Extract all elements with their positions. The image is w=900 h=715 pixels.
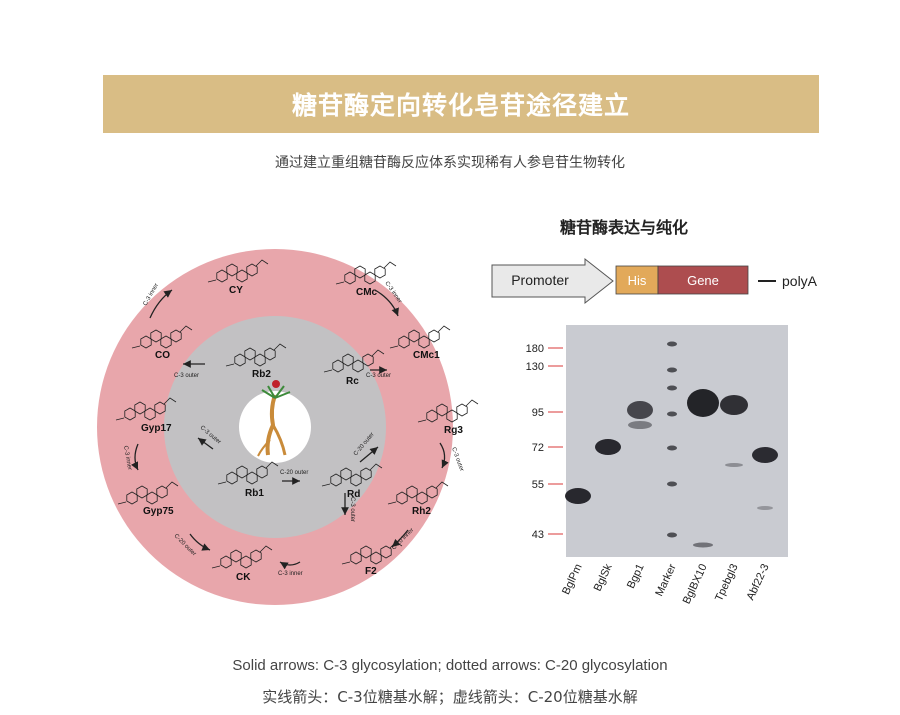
arrow-co-cy	[149, 289, 173, 319]
band-marker	[667, 411, 677, 417]
lane-label: BglPm	[560, 562, 585, 596]
band-marker	[667, 532, 677, 538]
his-tag-block	[615, 265, 659, 295]
marker-label: 72	[532, 442, 544, 454]
band-marker	[667, 445, 677, 451]
compound-label-rg3: Rg3	[444, 425, 463, 436]
arrow-gyp17-gyp75	[131, 443, 139, 471]
compound-label-rc: Rc	[346, 376, 359, 387]
band-lane-7	[752, 447, 778, 463]
gel-bands	[565, 341, 778, 548]
compound-labels: Rb2 Rc Rb1 Rd CY CMc CO CMc1 Rg3 Gyp17 G…	[141, 285, 463, 583]
band-lane-6	[720, 395, 748, 415]
compound-label-gyp17: Gyp17	[141, 423, 172, 434]
lane-label: BglSk	[592, 562, 615, 594]
band-marker	[667, 341, 677, 347]
arrow-label-rd-f2: C-3 outer	[349, 497, 355, 522]
lane-label: BglBX10	[681, 562, 710, 606]
caption-chinese: 实线箭头：C-3位糖基水解；虚线箭头：C-20位糖基水解	[262, 688, 638, 706]
promoter-label: Promoter	[511, 272, 569, 288]
caption-english: Solid arrows: C-3 glycosylation; dotted …	[232, 657, 668, 674]
molecule-glyph	[217, 461, 279, 485]
marker-label: 130	[526, 361, 544, 373]
molecule-glyph	[389, 325, 451, 349]
marker-label: 95	[532, 407, 544, 419]
compound-label-f2: F2	[365, 566, 377, 577]
page-title: 糖苷酶定向转化皂苷途径建立	[291, 91, 630, 120]
lane-label: Bgp1	[625, 562, 647, 590]
arrow-label-rg3-rh2: C-3 outer	[450, 447, 464, 473]
arrow-gyp75-ck	[189, 533, 211, 551]
molecule-glyph	[335, 261, 397, 285]
compound-label-cy: CY	[229, 285, 243, 296]
band-marker	[667, 481, 677, 487]
page-subtitle: 通过建立重组糖苷酶反应体系实现稀有人参皂苷生物转化	[275, 155, 625, 171]
compound-label-gyp75: Gyp75	[143, 506, 174, 517]
compound-label-rh2: Rh2	[412, 506, 431, 517]
arrow-label-gyp17-gyp75: C-3 inner	[122, 445, 132, 470]
lane-label: Tpebgl3	[713, 562, 741, 603]
gene-block	[657, 265, 749, 295]
gel-background	[566, 325, 788, 557]
band-lane-6-minor	[725, 463, 743, 467]
compound-label-cmc: CMc	[356, 287, 378, 298]
molecule-glyph	[207, 259, 269, 283]
molecule-glyph	[321, 463, 383, 487]
band-lane-5	[687, 389, 719, 417]
molecule-glyph	[115, 397, 177, 421]
molecule-structures	[115, 259, 479, 569]
his-tag-label: His	[628, 273, 647, 288]
arrow-rb1-gyp17	[197, 437, 214, 450]
arrow-label-rb1-rd: C-20 outer	[280, 470, 308, 476]
molecule-glyph	[131, 325, 193, 349]
lane-label: Marker	[653, 562, 678, 598]
arrow-rh2-f2	[391, 529, 409, 548]
compound-label-co: CO	[155, 350, 170, 361]
band-marker	[667, 385, 677, 391]
compound-label-rb1: Rb1	[245, 488, 264, 499]
arrow-label-rc-cmc1: C-3 outer	[366, 373, 391, 379]
arrow-f2-ck	[279, 561, 301, 570]
marker-label: 180	[526, 343, 544, 355]
molecule-glyph	[417, 399, 479, 423]
molecule-glyph	[323, 349, 385, 373]
arrow-cmc-cmc1	[374, 289, 399, 317]
band-lane-2	[595, 439, 621, 455]
compound-label-ck: CK	[236, 572, 251, 583]
molecule-glyph	[387, 481, 449, 505]
marker-ticks	[548, 347, 563, 535]
marker-label: 43	[532, 529, 544, 541]
arrow-rd-rg3	[359, 446, 379, 463]
lane-label: Abf22-3	[745, 562, 772, 602]
band-lane-3	[627, 401, 653, 419]
expression-construct: Promoter His Gene polyA	[491, 257, 818, 305]
molecule-glyph	[211, 545, 273, 569]
molecule-glyph	[225, 343, 287, 367]
gene-label: Gene	[687, 273, 719, 288]
band-lane-5-minor	[693, 542, 713, 548]
marker-labels: 180 130 95 72 55 43	[526, 343, 544, 541]
polya-label: polyA	[782, 273, 818, 289]
compound-label-cmc1: CMc1	[413, 350, 440, 361]
marker-label: 55	[532, 479, 544, 491]
construct-title: 糖苷酶表达与纯化	[560, 218, 689, 237]
promoter-arrow	[491, 257, 614, 305]
band-lane-7-minor	[757, 506, 773, 510]
pathway-arrows	[131, 289, 449, 570]
compound-label-rb2: Rb2	[252, 369, 271, 380]
band-lane-3-minor	[628, 421, 652, 429]
arrow-label-f2-ck: C-3 inner	[278, 571, 303, 577]
pathway-wheel	[97, 249, 453, 605]
compound-label-rd: Rd	[347, 489, 360, 500]
band-lane-1	[565, 488, 591, 504]
arrow-rg3-rh2	[439, 442, 449, 469]
ginseng-root-icon	[257, 380, 291, 457]
band-marker	[667, 367, 677, 373]
title-banner: 糖苷酶定向转化皂苷途径建立	[103, 75, 819, 133]
molecule-glyph	[117, 481, 179, 505]
arrow-label-rb2-co: C-3 outer	[174, 373, 199, 379]
